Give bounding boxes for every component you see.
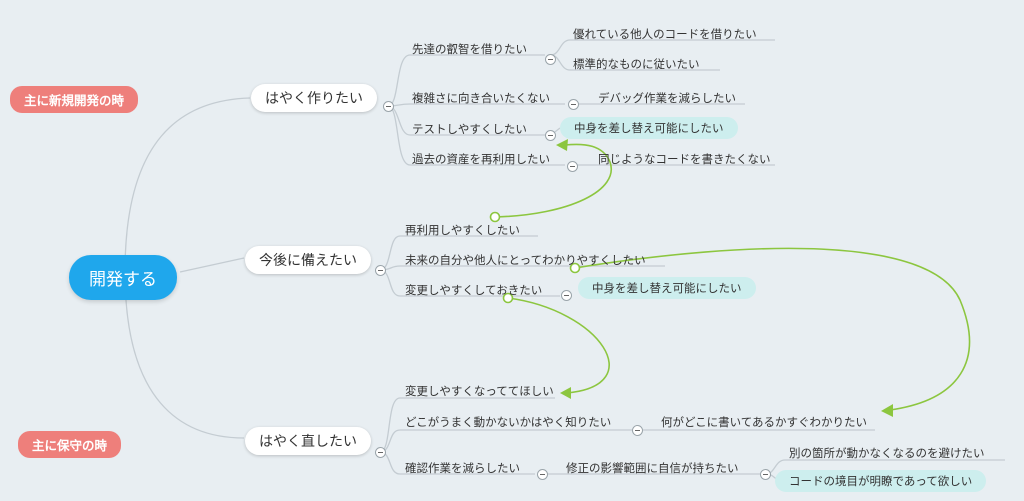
node-b1-c2[interactable]: 複雑さに向き合いたくない xyxy=(412,91,550,105)
node-b2-c1[interactable]: 再利用しやすくしたい xyxy=(405,223,520,237)
node-b3-c1[interactable]: 変更しやすくなっててほしい xyxy=(405,384,554,398)
node-b1-c4a[interactable]: 同じようなコードを書きたくない xyxy=(598,152,771,166)
collapse-toggle-b2-c3[interactable] xyxy=(561,290,572,301)
branch-kongo-ni-sonaetai[interactable]: 今後に備えたい xyxy=(245,246,371,274)
collapse-toggle-b3-c3[interactable] xyxy=(537,469,548,480)
node-b3-c3[interactable]: 確認作業を減らしたい xyxy=(405,461,520,475)
node-b3-c3a2-highlighted[interactable]: コードの境目が明瞭であって欲しい xyxy=(775,470,987,492)
tag-maintenance: 主に保守の時 xyxy=(18,431,122,458)
node-b1-c1b[interactable]: 標準的なものに従いたい xyxy=(573,57,700,71)
root-node[interactable]: 開発する xyxy=(69,255,177,300)
collapse-toggle-b1-c2[interactable] xyxy=(568,99,579,110)
tag-new-development: 主に新規開発の時 xyxy=(10,86,139,113)
branch-hayaku-naoshitai[interactable]: はやく直したい xyxy=(245,427,371,455)
node-b1-c2a[interactable]: デバッグ作業を減らしたい xyxy=(598,91,736,105)
node-b3-c2[interactable]: どこがうまく動かないかはやく知りたい xyxy=(405,415,612,429)
collapse-toggle-b1-c4[interactable] xyxy=(567,161,578,172)
node-b1-c3a-highlighted[interactable]: 中身を差し替え可能にしたい xyxy=(560,117,738,139)
collapse-toggle-b1-c1[interactable] xyxy=(545,54,556,65)
collapse-toggle-branch-3[interactable] xyxy=(375,447,386,458)
node-b3-c2a[interactable]: 何がどこに書いてあるかすぐわかりたい xyxy=(661,415,867,429)
collapse-toggle-b3-c3a[interactable] xyxy=(760,469,771,480)
node-b2-c3a-highlighted[interactable]: 中身を差し替え可能にしたい xyxy=(578,277,756,299)
collapse-toggle-branch-1[interactable] xyxy=(383,101,394,112)
branch-hayaku-tsukuritai[interactable]: はやく作りたい xyxy=(251,84,377,112)
node-b2-c2[interactable]: 未来の自分や他人にとってわかりやすくしたい xyxy=(405,253,646,267)
node-b3-c3a1[interactable]: 別の箇所が動かなくなるのを避けたい xyxy=(789,446,985,460)
node-b1-c1a[interactable]: 優れている他人のコードを借りたい xyxy=(573,27,757,41)
node-b3-c3a[interactable]: 修正の影響範囲に自信が持ちたい xyxy=(566,461,739,475)
collapse-toggle-b1-c3[interactable] xyxy=(545,130,556,141)
node-b1-c4[interactable]: 過去の資産を再利用したい xyxy=(412,152,550,166)
node-b2-c3[interactable]: 変更しやすくしておきたい xyxy=(405,283,543,297)
node-b1-c1[interactable]: 先達の叡智を借りたい xyxy=(412,42,527,56)
collapse-toggle-branch-2[interactable] xyxy=(375,265,386,276)
collapse-toggle-b3-c2[interactable] xyxy=(632,425,643,436)
node-b1-c3[interactable]: テストしやすくしたい xyxy=(412,122,527,136)
